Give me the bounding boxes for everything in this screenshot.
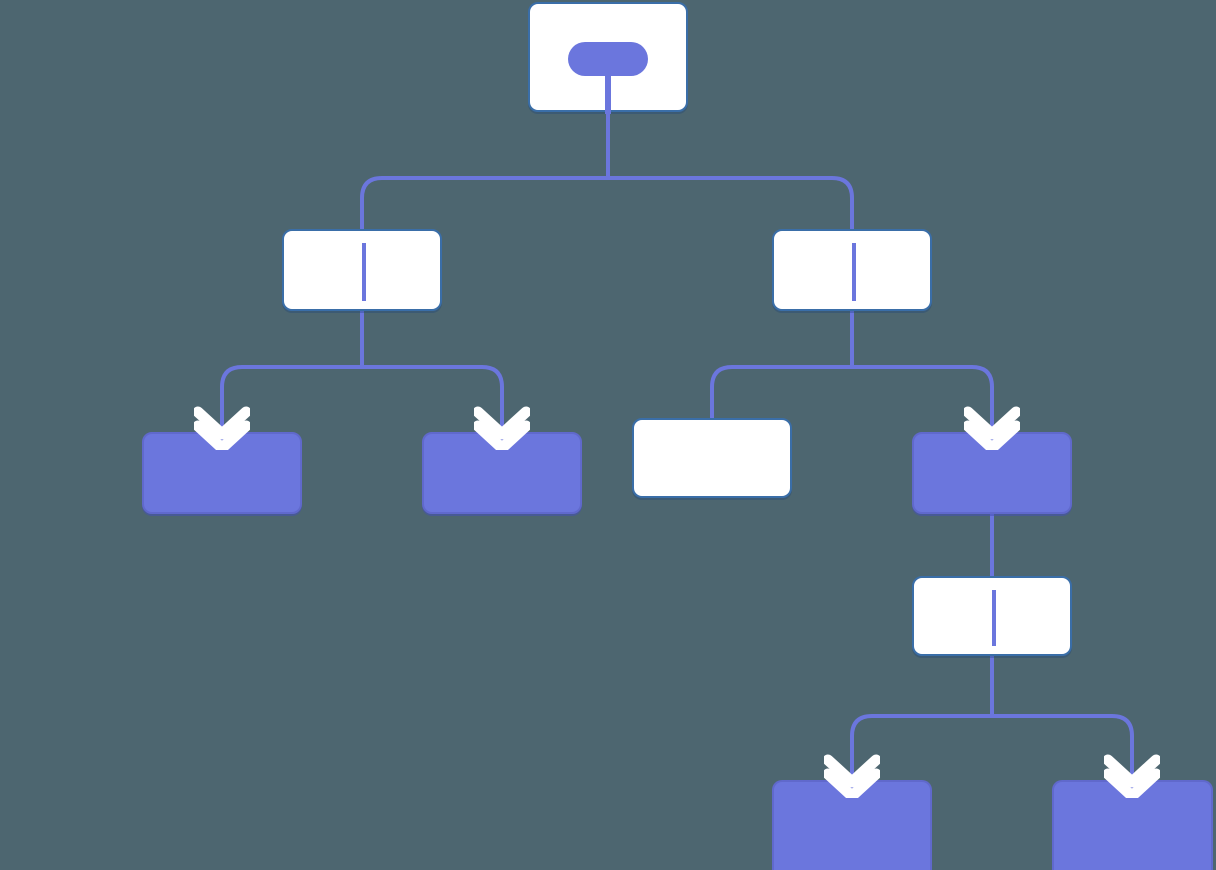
node-level2-leaf-2[interactable] xyxy=(422,432,582,514)
pill-badge-icon xyxy=(568,42,648,76)
edge-n8-n9 xyxy=(850,656,994,788)
node-root[interactable] xyxy=(528,2,688,114)
connector-line-through-icon xyxy=(362,243,366,301)
connector-line-through-icon xyxy=(852,243,856,301)
node-level4-leaf-1[interactable] xyxy=(772,780,932,870)
connector-line-through-icon xyxy=(992,590,996,646)
edge-n1-n3 xyxy=(606,112,854,229)
edge-n2-n4 xyxy=(220,311,364,440)
node-level1-left[interactable] xyxy=(282,229,442,311)
node-level2-leaf-1[interactable] xyxy=(142,432,302,514)
node-level3-card[interactable] xyxy=(912,576,1072,656)
edge-n2-n5 xyxy=(360,311,504,440)
edge-n3-n7 xyxy=(850,311,994,440)
edge-n8-n10 xyxy=(990,656,1134,788)
node-level1-right[interactable] xyxy=(772,229,932,311)
edge-n1-n2 xyxy=(360,112,610,229)
edge-n3-n6 xyxy=(710,311,854,418)
pill-stem-icon xyxy=(605,74,611,114)
node-level2-empty-card[interactable] xyxy=(632,418,792,498)
node-level4-leaf-2[interactable] xyxy=(1052,780,1213,870)
node-level2-branch[interactable] xyxy=(912,432,1072,514)
